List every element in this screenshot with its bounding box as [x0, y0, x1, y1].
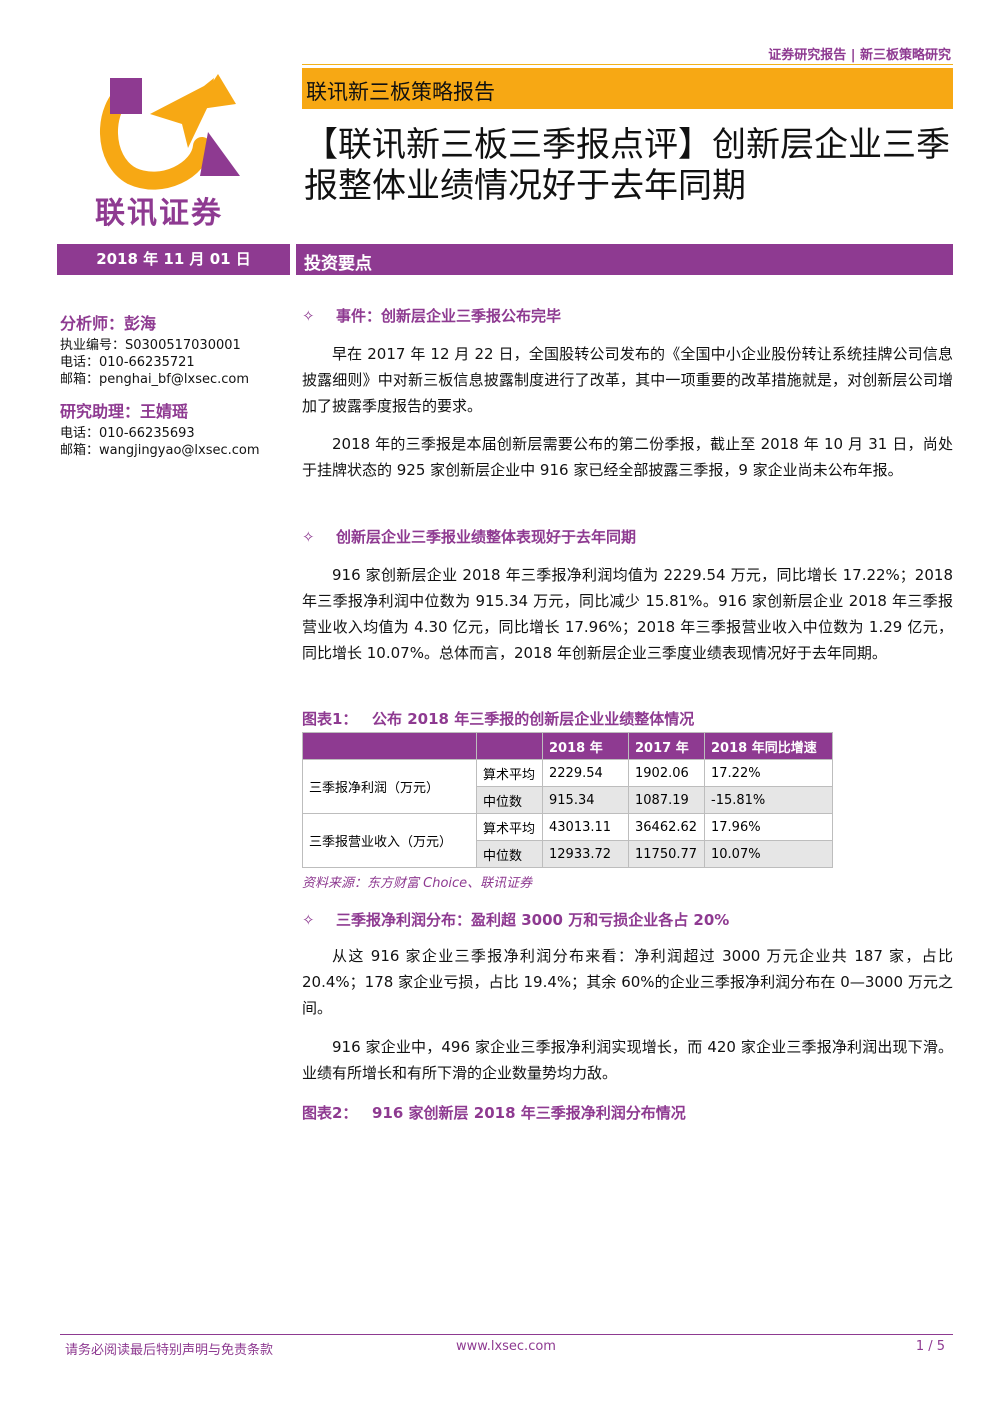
row-group-label: 三季报营业收入（万元） — [302, 813, 477, 868]
cell-yoy: -15.81% — [704, 786, 833, 814]
paragraph: 2018 年的三季报是本届创新层需要公布的第二份季报，截止至 2018 年 10… — [302, 431, 953, 483]
figure-number: 图表2： — [302, 1104, 358, 1122]
cell-2017: 1902.06 — [628, 759, 705, 787]
diamond-bullet-icon: ✧ — [302, 307, 315, 325]
figure-number: 图表1： — [302, 710, 358, 728]
assistant-email: 邮箱：wangjingyao@lxsec.com — [60, 443, 260, 458]
diamond-bullet-icon: ✧ — [302, 528, 315, 546]
top-divider — [302, 64, 953, 65]
footer-disclaimer: 请务必阅读最后特别声明与免责条款 — [65, 1343, 274, 1358]
table-header-row: 2018 年 2017 年 2018 年同比增速 — [302, 732, 833, 760]
table-header-cell: 2018 年 — [542, 732, 629, 760]
table-row: 三季报营业收入（万元） 算术平均 43013.11 36462.62 17.96… — [302, 813, 833, 868]
section-title: 投资要点 — [304, 254, 372, 274]
row-group-label: 三季报净利润（万元） — [302, 759, 477, 814]
row-sub-label: 算术平均 — [476, 813, 543, 841]
diamond-bullet-icon: ✧ — [302, 911, 315, 929]
paragraph: 916 家企业中，496 家企业三季报净利润实现增长，而 420 家企业三季报净… — [302, 1034, 953, 1086]
table-header-cell — [476, 732, 543, 760]
paragraph: 早在 2017 年 12 月 22 日，全国股转公司发布的《全国中小企业股份转让… — [302, 341, 953, 419]
report-series-banner: 联讯新三板策略报告 — [302, 68, 953, 109]
performance-table: 2018 年 2017 年 2018 年同比增速 三季报净利润（万元） 算术平均… — [302, 732, 833, 868]
cell-2018: 12933.72 — [542, 840, 629, 868]
table-header-cell: 2017 年 — [628, 732, 705, 760]
cell-2017: 1087.19 — [628, 786, 705, 814]
assistant-name: 研究助理：王婧瑶 — [60, 402, 189, 421]
row-sub-label: 中位数 — [476, 840, 543, 868]
cell-2017: 36462.62 — [628, 813, 705, 841]
cell-2017: 11750.77 — [628, 840, 705, 868]
footer-divider — [60, 1334, 953, 1335]
page-number: 1 / 5 — [915, 1339, 945, 1354]
table-row: 中位数 915.34 1087.19 -15.81% — [303, 786, 833, 814]
section-heading: ✧事件：创新层企业三季报公布完毕 — [302, 307, 562, 325]
report-date: 2018 年 11 月 01 日 — [57, 244, 290, 275]
paragraph: 916 家创新层企业 2018 年三季报净利润均值为 2229.54 万元，同比… — [302, 562, 953, 666]
footer-website-link[interactable]: www.lxsec.com — [456, 1339, 556, 1354]
figure-2-title: 图表2： 916 家创新层 2018 年三季报净利润分布情况 — [302, 1102, 953, 1123]
section-heading: ✧三季报净利润分布：盈利超 3000 万和亏损企业各占 20% — [302, 911, 730, 929]
figure-caption: 916 家创新层 2018 年三季报净利润分布情况 — [372, 1104, 686, 1122]
banner-text: 联讯新三板策略报告 — [306, 80, 495, 104]
figure-1-title: 图表1： 公布 2018 年三季报的创新层企业业绩整体情况 — [302, 708, 953, 729]
section-heading: ✧创新层企业三季报业绩整体表现好于去年同期 — [302, 528, 637, 546]
paragraph: 从这 916 家企业三季报净利润分布来看：净利润超过 3000 万元企业共 18… — [302, 943, 953, 1021]
report-title: 【联讯新三板三季报点评】创新层企业三季报整体业绩情况好于去年同期 — [304, 125, 950, 206]
paragraph-text: 916 家创新层企业 2018 年三季报净利润均值为 2229.54 万元，同比… — [302, 566, 953, 662]
author-sidebar: 分析师：彭海 执业编号：S0300517030001 电话：010-662357… — [60, 310, 290, 459]
table-header-cell: 2018 年同比增速 — [704, 732, 833, 760]
cell-2018: 2229.54 — [542, 759, 629, 787]
cell-yoy: 17.96% — [704, 813, 833, 841]
analyst-email: 邮箱：penghai_bf@lxsec.com — [60, 372, 250, 387]
paragraph-text: 从这 916 家企业三季报净利润分布来看：净利润超过 3000 万元企业共 18… — [302, 947, 953, 1017]
figure-caption: 公布 2018 年三季报的创新层企业业绩整体情况 — [372, 710, 695, 728]
section-distribution: ✧三季报净利润分布：盈利超 3000 万和亏损企业各占 20% — [302, 909, 953, 931]
cell-yoy: 10.07% — [704, 840, 833, 868]
data-source-note: 资料来源：东方财富 Choice、联讯证券 — [302, 876, 533, 891]
analyst-phone: 电话：010-66235721 — [60, 355, 195, 370]
section-performance: ✧创新层企业三季报业绩整体表现好于去年同期 — [302, 526, 953, 548]
row-sub-label: 中位数 — [476, 786, 543, 814]
table-header-cell — [302, 732, 477, 760]
analyst-license: 执业编号：S0300517030001 — [60, 338, 241, 353]
analyst-name: 分析师：彭海 — [60, 314, 157, 333]
paragraph-text: 早在 2017 年 12 月 22 日，全国股转公司发布的《全国中小企业股份转让… — [302, 345, 953, 415]
paragraph-text: 916 家企业中，496 家企业三季报净利润实现增长，而 420 家企业三季报净… — [302, 1038, 953, 1082]
company-logo — [100, 74, 240, 190]
section-bar: 投资要点 — [296, 244, 953, 275]
row-sub-label: 算术平均 — [476, 759, 543, 787]
cell-2018: 915.34 — [542, 786, 629, 814]
cell-2018: 43013.11 — [542, 813, 629, 841]
cell-yoy: 17.22% — [704, 759, 833, 787]
assistant-phone: 电话：010-66235693 — [60, 426, 195, 441]
logo-text: 联讯证券 — [95, 196, 223, 231]
table-row: 中位数 12933.72 11750.77 10.07% — [303, 840, 833, 868]
paragraph-text: 2018 年的三季报是本届创新层需要公布的第二份季报，截止至 2018 年 10… — [302, 435, 953, 479]
table-row: 三季报净利润（万元） 算术平均 2229.54 1902.06 17.22% — [302, 759, 833, 814]
report-category-label: 证券研究报告 | 新三板策略研究 — [768, 48, 951, 63]
section-event: ✧事件：创新层企业三季报公布完毕 — [302, 305, 953, 327]
